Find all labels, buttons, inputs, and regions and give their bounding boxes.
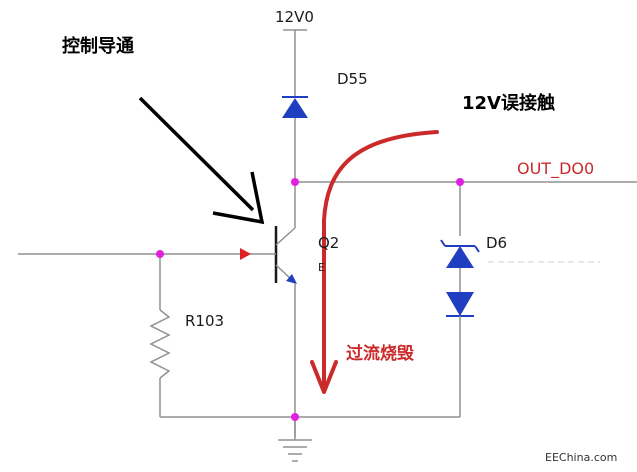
base-input-wire (18, 248, 276, 260)
supply-wire (283, 29, 307, 182)
annotation-overcurrent-burn: 过流烧毁 (346, 344, 414, 364)
label-transistor-q2: Q2 (318, 234, 340, 252)
diode-d55-symbol (282, 96, 308, 118)
annotation-control-conduct: 控制导通 (62, 36, 134, 57)
junction-dot (156, 250, 164, 258)
label-tvs-d6: D6 (486, 234, 508, 252)
label-resistor-r103: R103 (185, 312, 225, 330)
transistor-q2-symbol (274, 226, 297, 284)
junction-dot (456, 178, 464, 186)
overcurrent-path-arrow (310, 130, 439, 394)
ground-symbol (278, 417, 312, 462)
label-diode-d55: D55 (337, 70, 368, 88)
junction-dot (291, 413, 299, 421)
control-arrow (138, 96, 265, 225)
label-output-net: OUT_DO0 (517, 159, 595, 178)
tvs-d6-symbol (440, 182, 480, 417)
label-transistor-pin: E (318, 261, 325, 274)
annotation-12v-wrong-contact: 12V误接触 (462, 93, 555, 114)
output-net-wire (294, 181, 637, 228)
watermark: EEChina.com (545, 451, 618, 464)
label-supply: 12V0 (275, 8, 314, 26)
junction-dot (291, 178, 299, 186)
junction-dots (156, 178, 464, 421)
resistor-r103-symbol (149, 254, 171, 417)
